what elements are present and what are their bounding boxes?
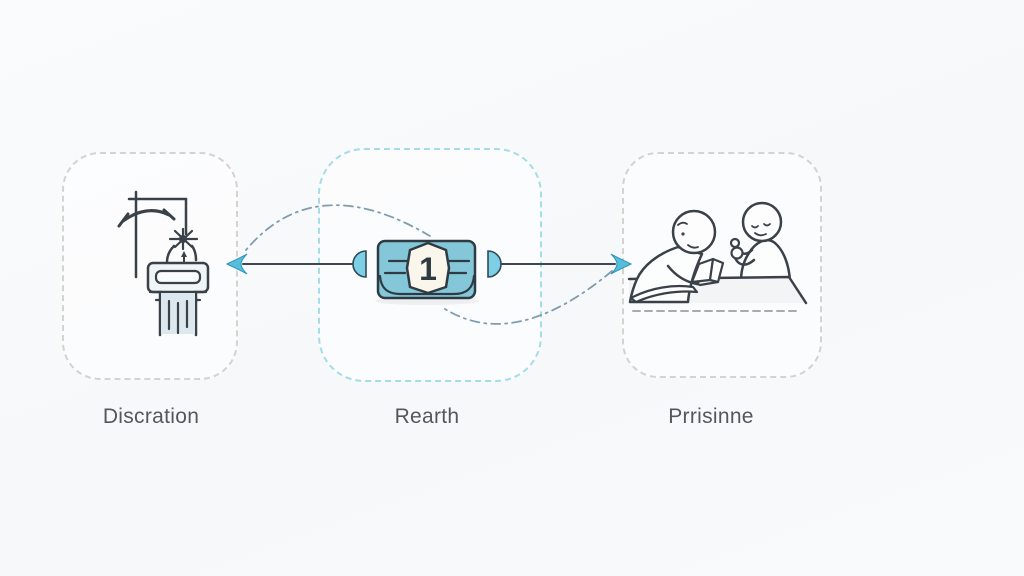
stage-label-discration: Discration	[102, 405, 200, 428]
stage-label-rearth: Rearth	[394, 405, 460, 428]
stage-box-prrisinne	[622, 152, 822, 378]
stage-box-rearth	[318, 148, 542, 382]
stage-box-discration	[62, 152, 238, 380]
stage-label-prrisinne: Prrisinne	[668, 405, 754, 428]
